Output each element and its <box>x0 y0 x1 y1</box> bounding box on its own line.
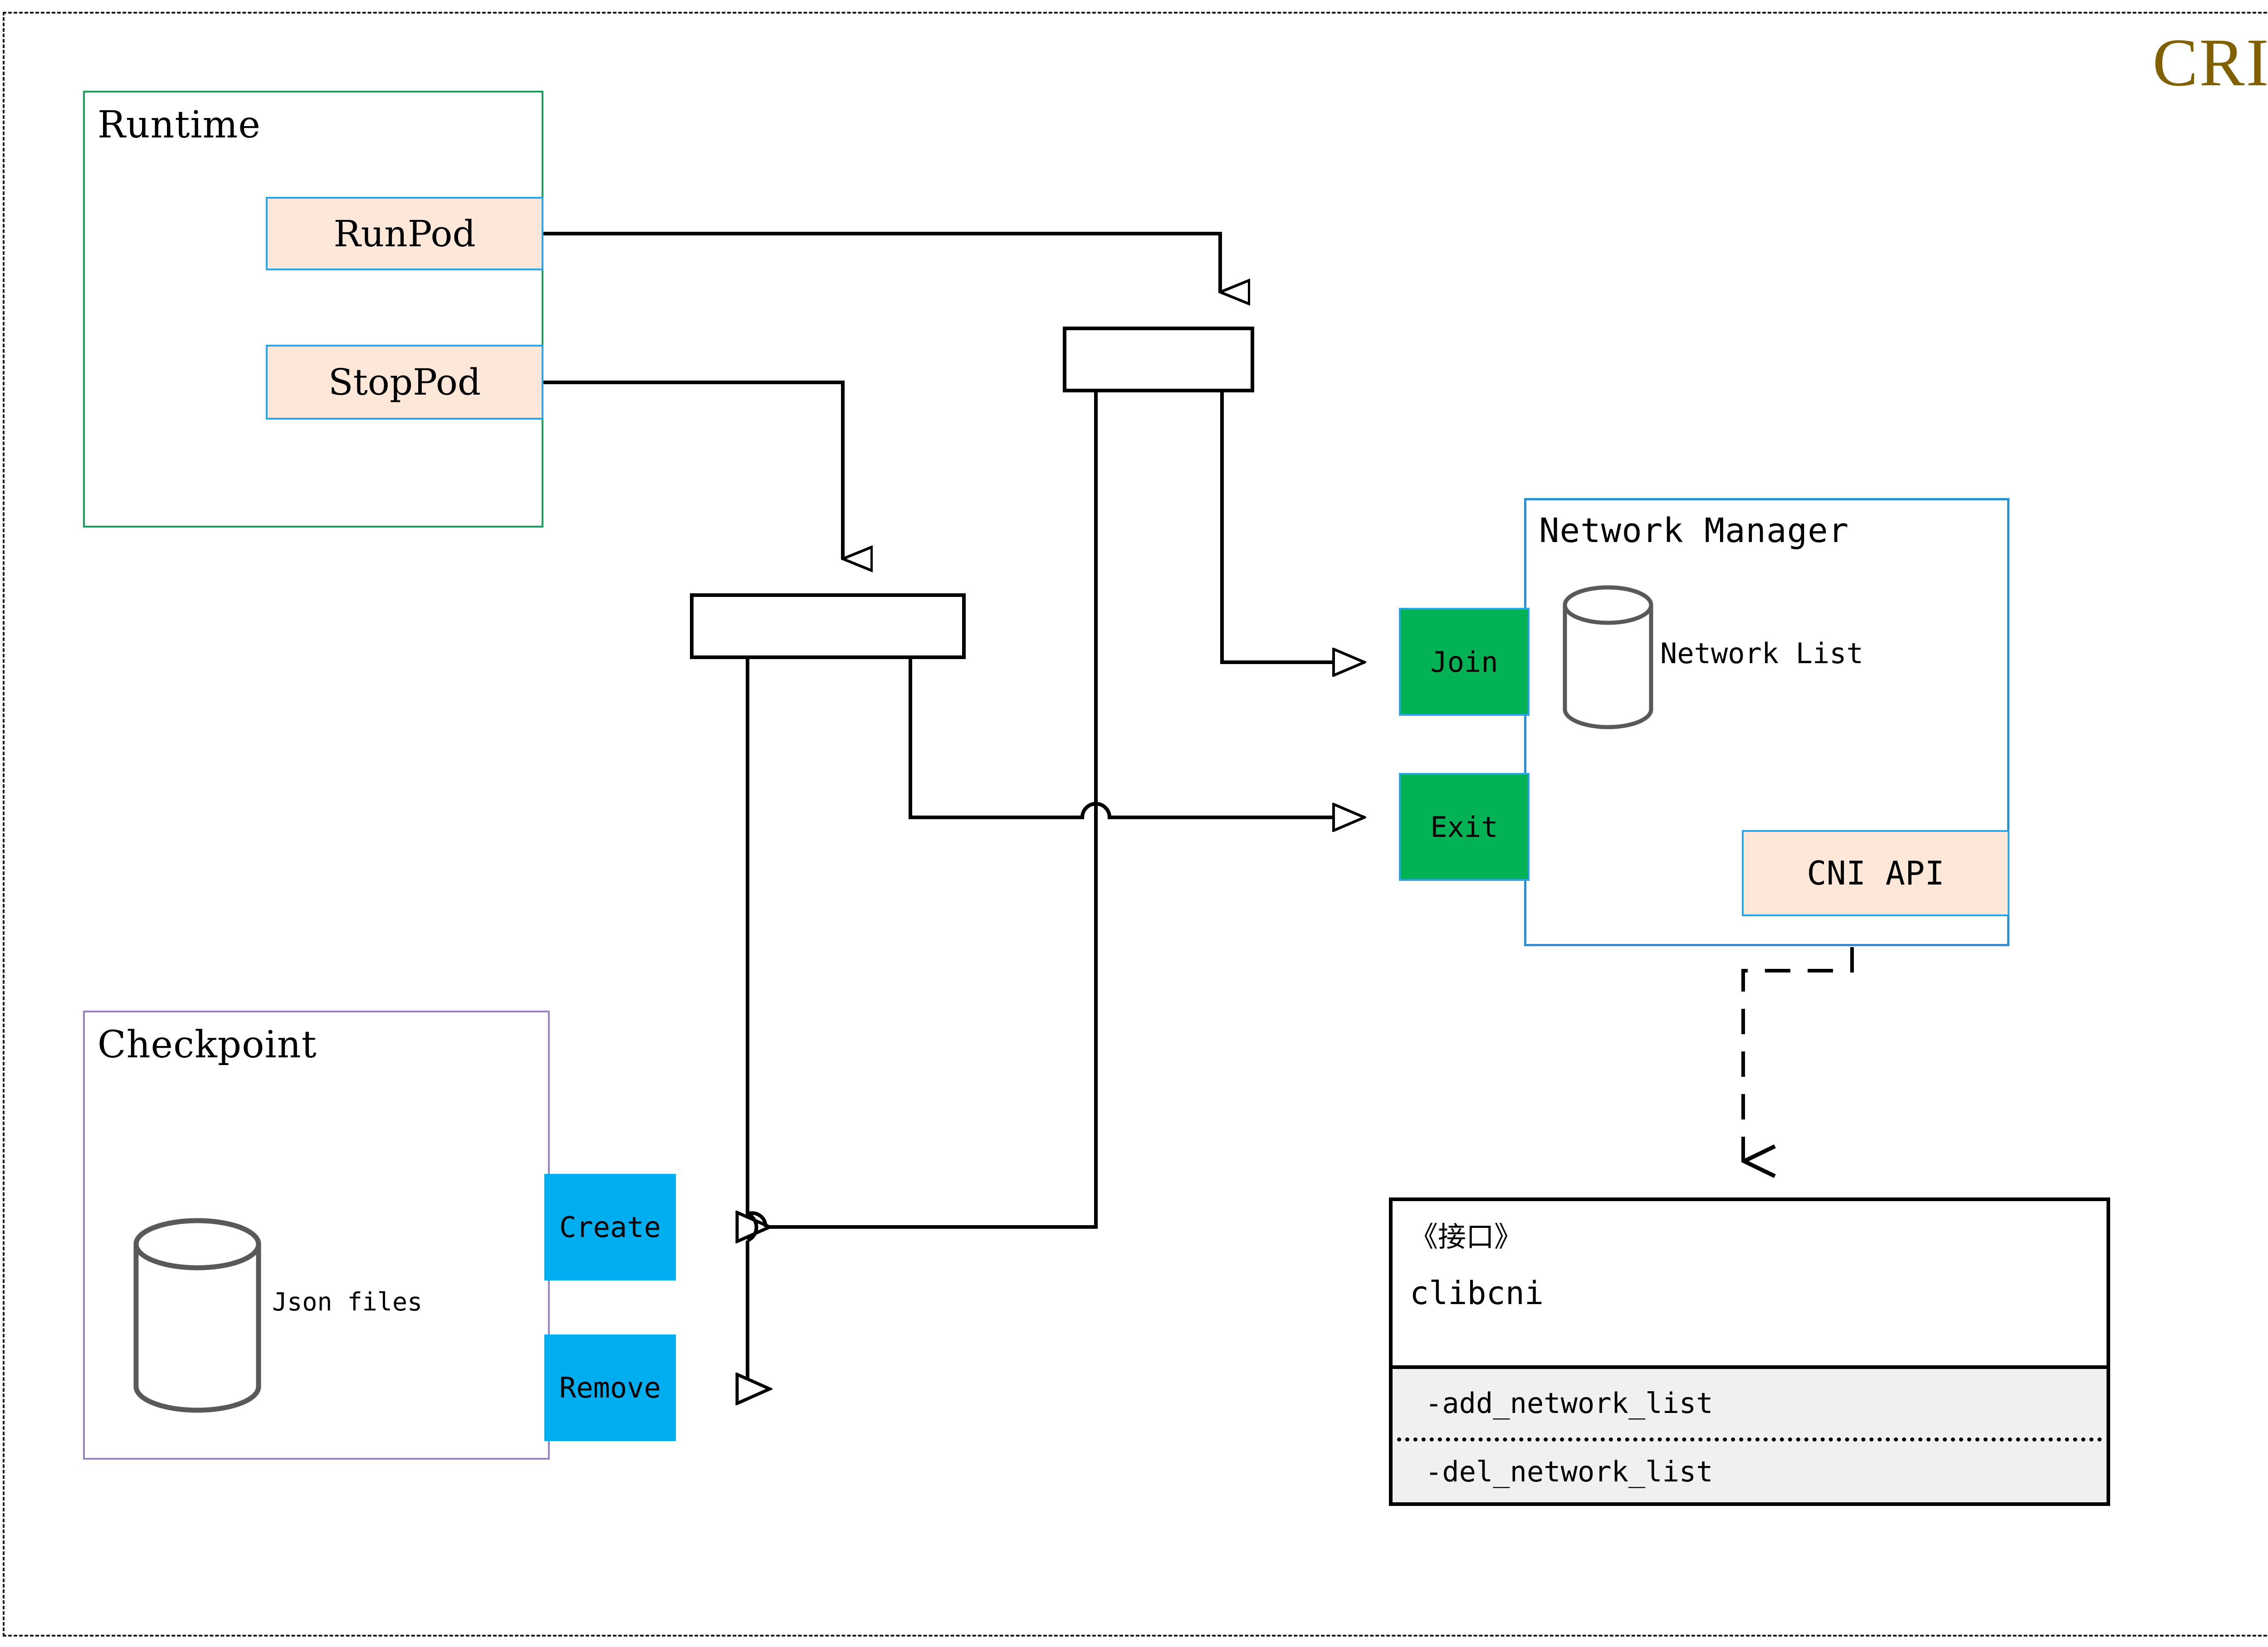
group-runtime-label: Runtime <box>98 103 261 147</box>
page-title: CRI <box>2152 25 2268 100</box>
fork-bar-top <box>1063 327 1254 392</box>
op-runpod[interactable]: RunPod <box>266 197 543 270</box>
interface-operations: -add_network_list -del_network_list <box>1393 1365 2107 1502</box>
interface-name: clibcni <box>1410 1275 1544 1312</box>
interface-clibcni: 《接口》 clibcni -add_network_list -del_netw… <box>1389 1197 2110 1506</box>
port-join[interactable]: Join <box>1399 608 1530 716</box>
diagram-outer-frame <box>3 12 2268 1637</box>
interface-operation-del: -del_network_list <box>1425 1455 1713 1488</box>
database-cylinder-icon <box>1563 585 1653 729</box>
network-list-label: Network List <box>1660 637 1863 670</box>
op-stoppod[interactable]: StopPod <box>266 345 543 420</box>
json-files-label: Json files <box>272 1287 423 1316</box>
fork-bar-bottom <box>690 593 966 659</box>
interface-header: 《接口》 clibcni <box>1393 1201 2107 1312</box>
op-cni-api[interactable]: CNI API <box>1742 830 2009 916</box>
interface-operation-add: -add_network_list <box>1425 1387 1713 1420</box>
interface-stereotype: 《接口》 <box>1410 1220 1523 1253</box>
port-exit[interactable]: Exit <box>1399 773 1530 881</box>
interface-operation-divider <box>1397 1437 2102 1442</box>
group-network-manager-label: Network Manager <box>1539 511 1849 550</box>
group-checkpoint-label: Checkpoint <box>98 1023 317 1066</box>
port-remove[interactable]: Remove <box>544 1334 676 1441</box>
port-create[interactable]: Create <box>544 1174 676 1280</box>
group-runtime: Runtime <box>83 91 543 528</box>
json-files-cylinder-icon <box>133 1218 261 1413</box>
